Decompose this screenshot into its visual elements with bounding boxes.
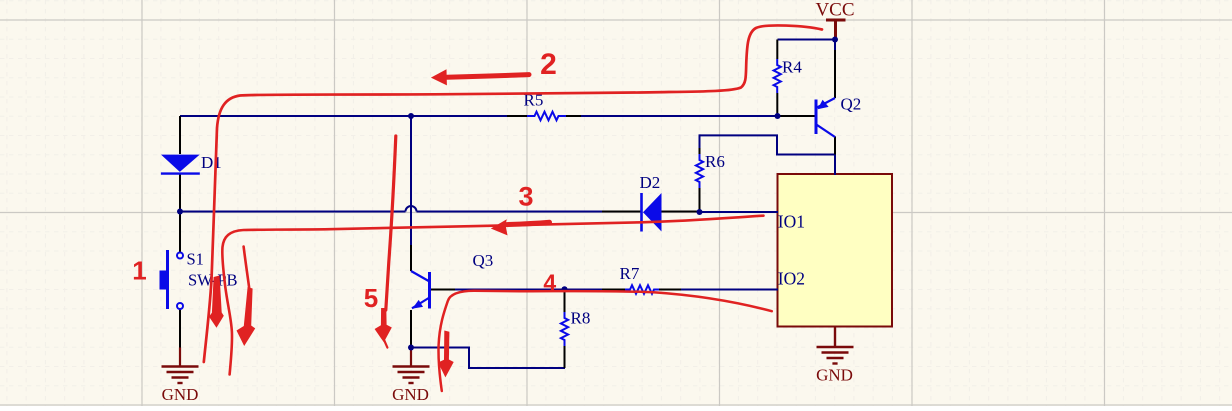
svg-text:R4: R4 bbox=[782, 58, 802, 77]
svg-text:GND: GND bbox=[816, 365, 853, 384]
svg-text:5: 5 bbox=[364, 283, 378, 313]
svg-text:Q3: Q3 bbox=[473, 251, 494, 270]
svg-text:Q2: Q2 bbox=[841, 95, 862, 114]
svg-text:4: 4 bbox=[543, 270, 556, 296]
svg-text:IO2: IO2 bbox=[778, 268, 805, 288]
svg-text:IO1: IO1 bbox=[778, 211, 805, 231]
svg-text:R7: R7 bbox=[620, 264, 640, 283]
svg-text:1: 1 bbox=[132, 256, 146, 286]
svg-text:D1: D1 bbox=[201, 153, 222, 172]
svg-text:R8: R8 bbox=[571, 309, 591, 328]
svg-text:GND: GND bbox=[392, 385, 429, 404]
svg-text:2: 2 bbox=[540, 48, 557, 81]
svg-text:S1: S1 bbox=[187, 249, 204, 268]
svg-text:R6: R6 bbox=[705, 152, 725, 171]
svg-text:GND: GND bbox=[162, 385, 199, 404]
svg-text:R5: R5 bbox=[524, 91, 544, 110]
svg-text:D2: D2 bbox=[640, 173, 661, 192]
svg-text:VCC: VCC bbox=[815, 0, 854, 21]
svg-text:3: 3 bbox=[518, 182, 533, 212]
